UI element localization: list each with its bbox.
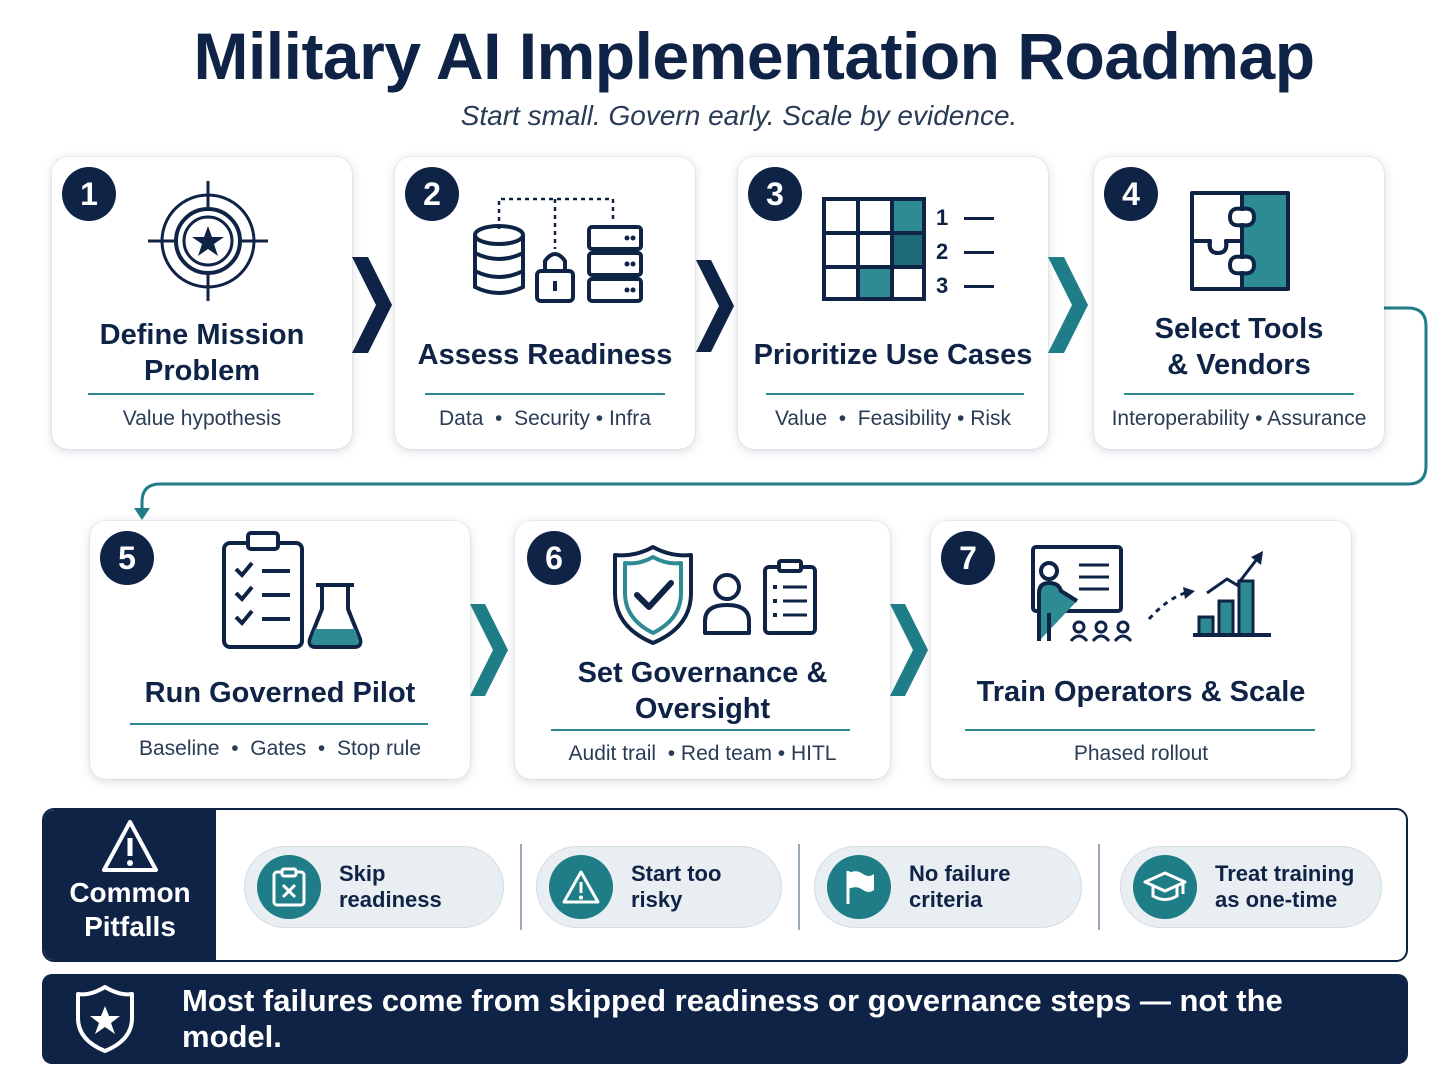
step-number-badge: 4 bbox=[1104, 167, 1158, 221]
rank-list: 1 2 3 bbox=[936, 201, 996, 303]
puzzle-icon bbox=[1190, 191, 1290, 291]
shield-check-icon bbox=[613, 545, 817, 645]
shield-star-icon bbox=[76, 985, 134, 1053]
step-title: Define Mission Problem bbox=[99, 319, 305, 387]
data-security-infra-icon bbox=[473, 197, 643, 303]
pitfall-separator bbox=[798, 844, 800, 930]
chevron-right-icon bbox=[696, 260, 734, 352]
pitfall-separator bbox=[520, 844, 522, 930]
pitfall-separator bbox=[1098, 844, 1100, 930]
chevron-right-icon bbox=[352, 257, 392, 353]
step-card-3: 3 1 2 3 Prioritize Use Cases Value • Fea… bbox=[738, 157, 1048, 449]
key-insight-banner: Most failures come from skipped readines… bbox=[42, 974, 1408, 1064]
rank-number: 3 bbox=[936, 273, 949, 298]
page-title: Military AI Implementation Roadmap bbox=[193, 19, 1315, 93]
graduation-cap-icon bbox=[1133, 855, 1197, 919]
common-pitfalls-panel: Common Pitfalls Skip readiness Start too… bbox=[42, 808, 1408, 962]
rank-number: 2 bbox=[936, 239, 949, 264]
page-subtitle: Start small. Govern early. Scale by evid… bbox=[460, 100, 1018, 131]
checklist-flask-icon bbox=[222, 531, 363, 649]
step-divider bbox=[130, 723, 428, 725]
rank-line bbox=[964, 284, 994, 288]
rank-item: 3 bbox=[936, 269, 996, 303]
step-card-5: 5 Run Governed Pilot Baseline • Gates • … bbox=[90, 521, 470, 779]
step-title: Train Operators & Scale bbox=[976, 676, 1306, 708]
pitfall-label: Treat training as one-time bbox=[1215, 861, 1355, 912]
step-divider bbox=[425, 393, 665, 395]
clipboard-x-icon bbox=[257, 855, 321, 919]
step-title: Set Governance & Oversight bbox=[577, 657, 828, 725]
flag-icon bbox=[827, 855, 891, 919]
step-card-2: 2 Assess Readiness Data • Security • Inf… bbox=[395, 157, 695, 449]
step-title: Run Governed Pilot bbox=[144, 677, 416, 709]
step-number-badge: 6 bbox=[527, 531, 581, 585]
pitfall-item: Start too risky bbox=[536, 846, 782, 928]
warning-icon bbox=[549, 855, 613, 919]
rank-line bbox=[964, 216, 994, 220]
step-title: Assess Readiness bbox=[417, 339, 673, 371]
rank-number: 1 bbox=[936, 205, 949, 230]
step-subtitle: Interoperability • Assurance bbox=[1111, 407, 1367, 430]
step-number-badge: 7 bbox=[941, 531, 995, 585]
pitfalls-header: Common Pitfalls bbox=[44, 810, 216, 960]
step-card-1: 1 Define Mission Problem Value hypothesi… bbox=[52, 157, 352, 449]
training-growth-icon bbox=[1031, 545, 1271, 642]
target-icon bbox=[148, 181, 268, 301]
step-card-6: 6 Set Governance & Oversight Audit trail… bbox=[515, 521, 890, 779]
step-divider bbox=[88, 393, 314, 395]
step-number-badge: 3 bbox=[748, 167, 802, 221]
priority-matrix-icon bbox=[822, 197, 926, 301]
rank-item: 1 bbox=[936, 201, 996, 235]
pitfalls-heading: Common Pitfalls bbox=[69, 877, 191, 942]
warning-icon bbox=[102, 820, 158, 872]
step-divider bbox=[551, 729, 850, 731]
step-divider bbox=[766, 393, 1024, 395]
step-subtitle: Value hypothesis bbox=[122, 407, 282, 430]
chevron-right-icon bbox=[890, 604, 928, 696]
pitfall-label: No failure criteria bbox=[909, 861, 1011, 912]
pitfall-item: Treat training as one-time bbox=[1120, 846, 1382, 928]
step-subtitle: Data • Security • Infra bbox=[439, 407, 651, 430]
rank-line bbox=[964, 250, 994, 254]
step-number-badge: 5 bbox=[100, 531, 154, 585]
step-subtitle: Phased rollout bbox=[1073, 742, 1209, 765]
step-number-badge: 1 bbox=[62, 167, 116, 221]
step-title: Select Tools & Vendors bbox=[1154, 313, 1324, 381]
step-title: Prioritize Use Cases bbox=[753, 339, 1033, 371]
pitfall-label: Start too risky bbox=[631, 861, 722, 912]
pitfall-item: No failure criteria bbox=[814, 846, 1082, 928]
chevron-right-icon bbox=[1048, 257, 1088, 353]
pitfall-item: Skip readiness bbox=[244, 846, 504, 928]
step-subtitle: Baseline • Gates • Stop rule bbox=[138, 737, 421, 760]
step-subtitle: Audit trail • Red team • HITL bbox=[568, 742, 837, 765]
step-divider bbox=[965, 729, 1315, 731]
step-divider bbox=[1124, 393, 1354, 395]
chevron-right-icon bbox=[470, 604, 508, 696]
step-card-4: 4 Select Tools & Vendors Interoperabilit… bbox=[1094, 157, 1384, 449]
pitfall-label: Skip readiness bbox=[339, 861, 442, 912]
banner-message: Most failures come from skipped readines… bbox=[182, 983, 1283, 1054]
rank-item: 2 bbox=[936, 235, 996, 269]
row-connector-arrow bbox=[134, 306, 1428, 520]
step-subtitle: Value • Feasibility • Risk bbox=[774, 407, 1012, 430]
step-card-7: 7 Train Operators & Scale Phased rollout bbox=[931, 521, 1351, 779]
step-number-badge: 2 bbox=[405, 167, 459, 221]
